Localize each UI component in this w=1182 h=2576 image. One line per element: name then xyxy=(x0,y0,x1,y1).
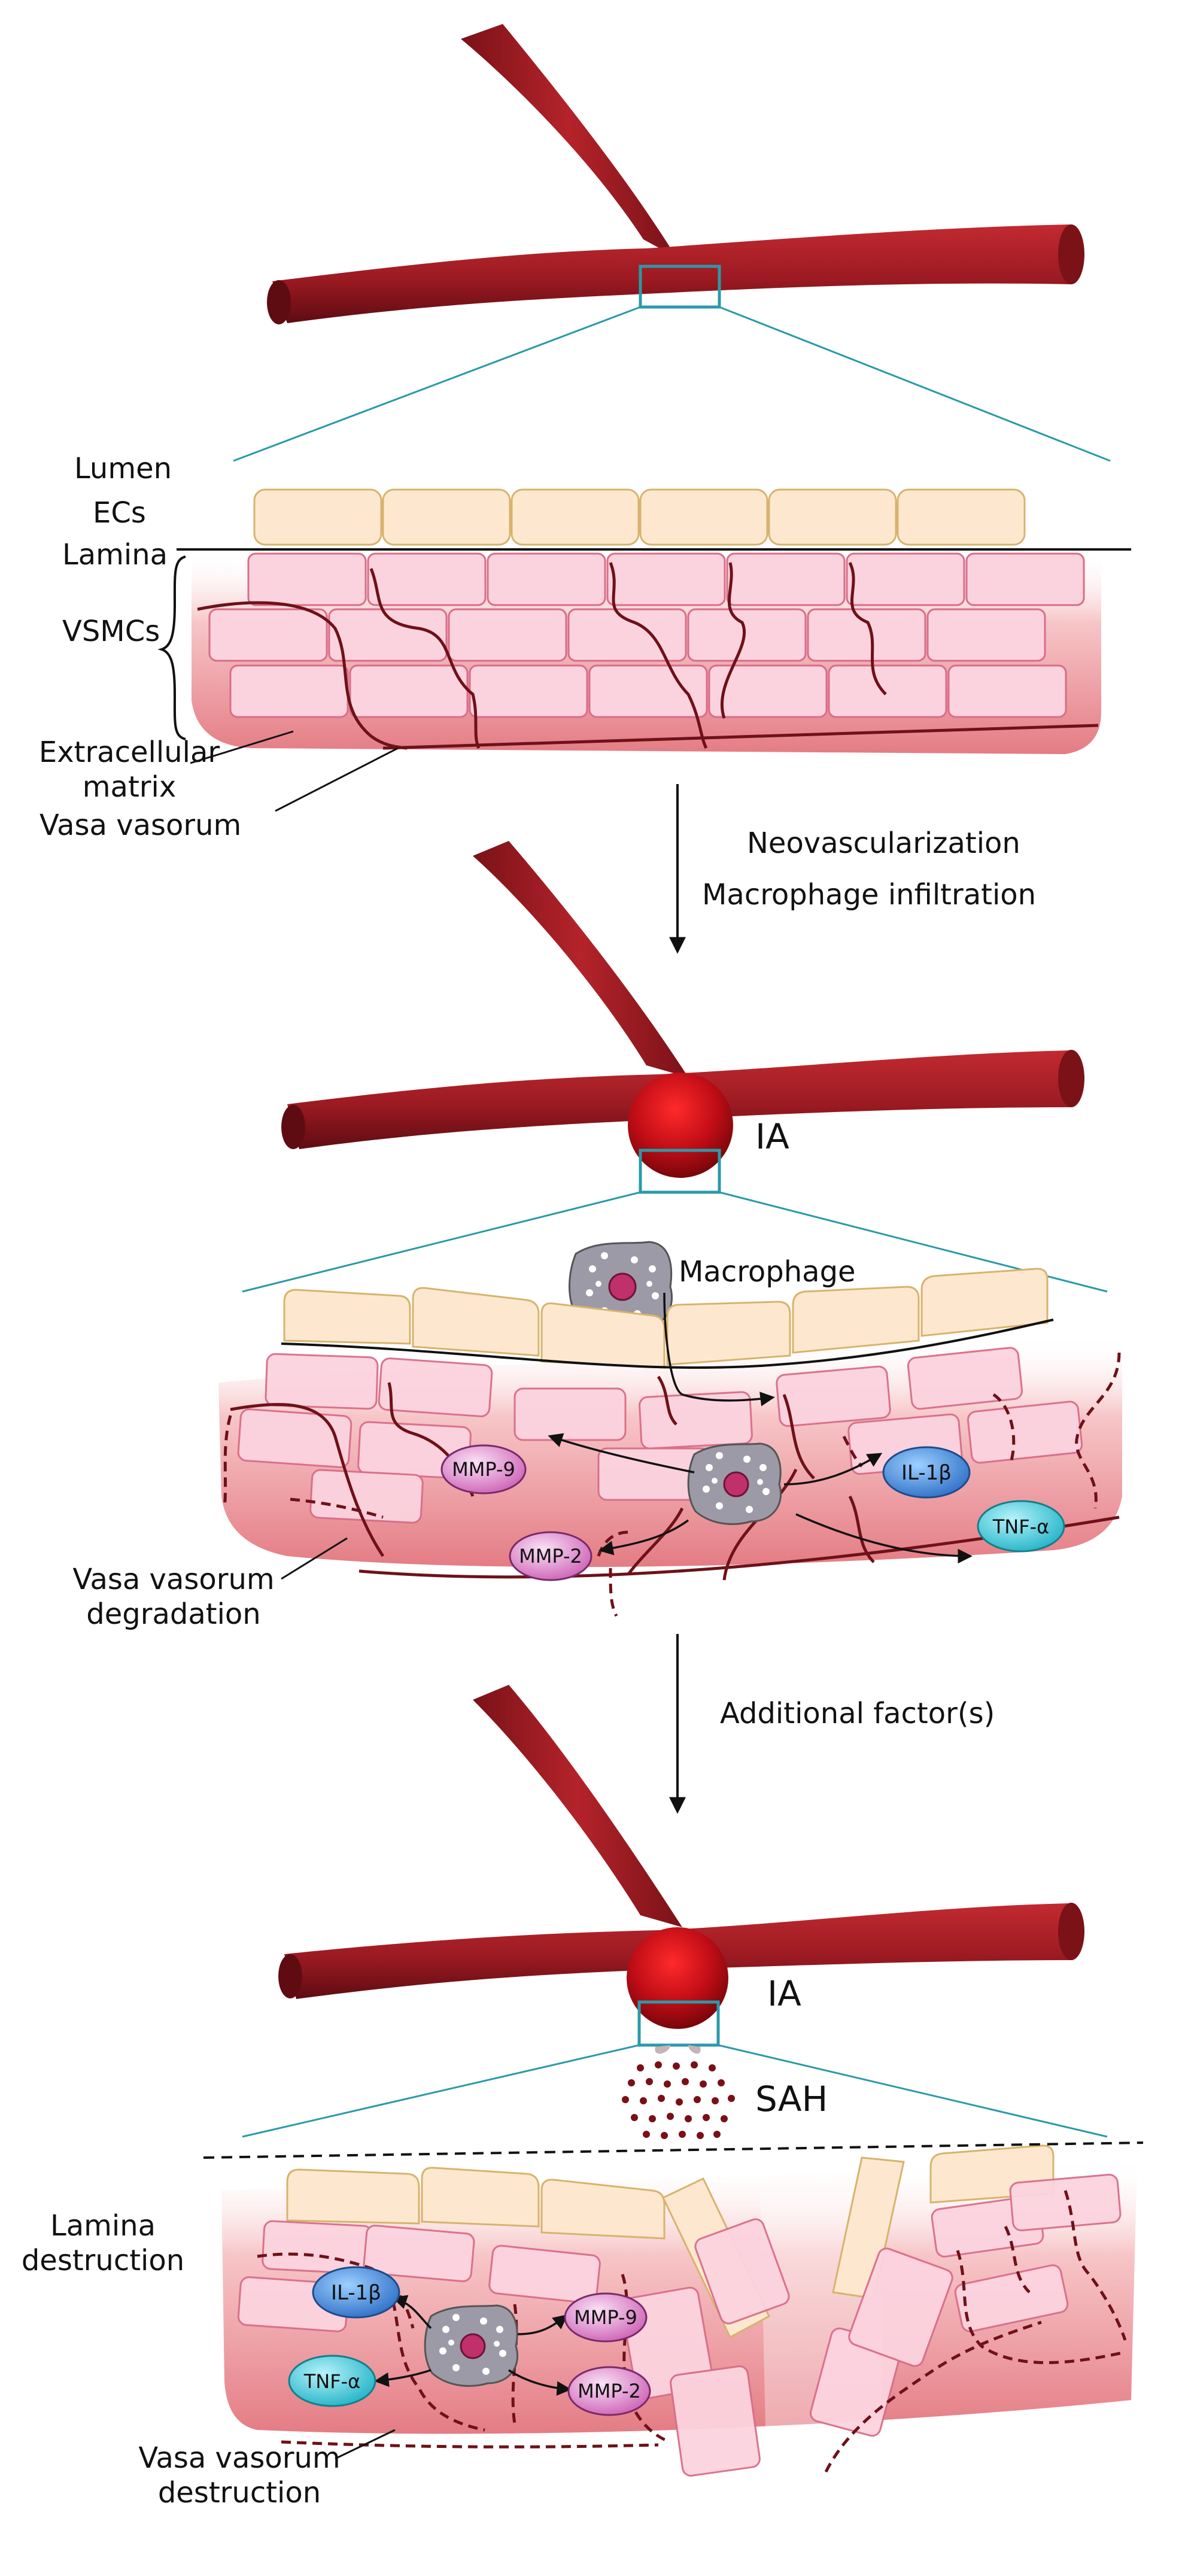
artery-1-trunk xyxy=(272,224,1071,323)
factor-tnfa-3-label: TNF-α xyxy=(303,2370,361,2393)
transition-1-line1: Neovascularization xyxy=(747,827,1020,860)
factor-il1b-3: IL-1β xyxy=(312,2266,400,2319)
factor-mmp2-2: MMP-2 xyxy=(509,1531,592,1581)
vsmcs-brace xyxy=(157,555,186,740)
label-lamina-destruction: Lamina destruction xyxy=(7,2209,199,2278)
label-extracellular-matrix-line1: Extracellular xyxy=(38,736,220,769)
factor-tnfa-2: TNF-α xyxy=(977,1500,1065,1553)
transition-2-label: Additional factor(s) xyxy=(720,1697,995,1730)
vasa-vasorum-1 xyxy=(197,561,1099,750)
label-sah: SAH xyxy=(755,2079,828,2119)
label-ia-3: IA xyxy=(767,1973,801,2014)
label-vv-destruction: Vasa vasorum destruction xyxy=(126,2441,353,2510)
macrophage-icon-3 xyxy=(424,2304,519,2387)
factor-il1b-2: IL-1β xyxy=(882,1446,971,1499)
vasa-vasorum-2 xyxy=(230,1375,1120,1581)
label-vv-degradation-line1: Vasa vasorum xyxy=(72,1563,275,1596)
vsmc-layer-3 xyxy=(237,2173,1122,2477)
artery-1 xyxy=(267,24,1084,324)
factor-mmp2-3: MMP-2 xyxy=(567,2366,651,2416)
zoom-box-3 xyxy=(637,2000,720,2047)
label-vv-destruction-line1: Vasa vasorum xyxy=(138,2441,341,2475)
sah-bleed-icon xyxy=(622,2061,735,2139)
aneurysm-3 xyxy=(627,1927,728,2029)
factor-mmp2-2-label: MMP-2 xyxy=(519,1545,582,1568)
ec-layer-1 xyxy=(253,488,1026,546)
label-lumen: Lumen xyxy=(74,452,172,485)
aneurysm-2 xyxy=(628,1073,733,1178)
zoom-line-1-left xyxy=(233,306,641,462)
artery-1-branch xyxy=(461,24,676,257)
ec-layer-2 xyxy=(283,1268,1049,1369)
label-ia-2: IA xyxy=(755,1116,789,1157)
zoom-line-1-right xyxy=(719,306,1111,462)
vessel-wall-1 xyxy=(157,488,1131,812)
vessel-wall-2 xyxy=(218,1268,1122,1617)
transition-1-line2: Macrophage infiltration xyxy=(702,878,1037,912)
label-vv-degradation-line2: degradation xyxy=(86,1597,261,1631)
arrows-2 xyxy=(548,1292,973,1564)
label-vasa-vasorum: Vasa vasorum xyxy=(39,809,242,842)
label-extracellular-matrix: Extracellular matrix xyxy=(34,735,225,804)
factor-mmp2-3-label: MMP-2 xyxy=(578,2380,641,2402)
matrix-leader-line xyxy=(190,730,294,764)
vasa-leader-line xyxy=(275,747,399,812)
label-macrophage: Macrophage xyxy=(679,1255,856,1289)
zoom-line-3-left xyxy=(242,2044,640,2138)
degradation-leader-line xyxy=(281,1537,348,1580)
factor-il1b-3-label: IL-1β xyxy=(331,2281,381,2305)
zoom-line-2-left xyxy=(242,1191,641,1293)
rupture-neck xyxy=(655,2045,701,2054)
label-lamina-destruction-line1: Lamina xyxy=(50,2209,156,2243)
label-extracellular-matrix-line2: matrix xyxy=(82,770,177,804)
zoom-box-1 xyxy=(639,265,721,309)
label-lamina-destruction-line2: destruction xyxy=(21,2244,185,2277)
artery-1-end-right xyxy=(1058,224,1084,284)
factor-tnfa-2-label: TNF-α xyxy=(992,1515,1050,1538)
macrophage-icon-2 xyxy=(687,1442,782,1525)
label-ecs: ECs xyxy=(93,496,146,530)
vsmc-layer-1 xyxy=(208,552,1085,718)
lamina-line-2 xyxy=(281,1319,1054,1369)
factor-mmp9-3-label: MMP-9 xyxy=(574,2306,637,2329)
zoom-box-2 xyxy=(639,1149,721,1194)
label-vv-degradation: Vasa vasorum degradation xyxy=(60,1562,287,1632)
arrows-3 xyxy=(374,2295,572,2396)
label-lamina: Lamina xyxy=(62,538,168,572)
vsmc-layer-2 xyxy=(237,1347,1083,1524)
factor-mmp9-3: MMP-9 xyxy=(564,2292,648,2343)
factor-mmp9-2-label: MMP-9 xyxy=(452,1458,515,1481)
label-vsmcs: VSMCs xyxy=(62,615,160,648)
label-vv-destruction-line2: destruction xyxy=(157,2476,321,2510)
factor-tnfa-3: TNF-α xyxy=(288,2355,376,2407)
factor-il1b-2-label: IL-1β xyxy=(901,1461,952,1485)
zoom-line-3-right xyxy=(718,2044,1108,2138)
artery-1-end-left xyxy=(267,280,291,324)
lamina-line-3 xyxy=(203,2141,1144,2159)
factor-mmp9-2: MMP-9 xyxy=(440,1444,527,1494)
vv-destruction-leader-line xyxy=(335,2429,396,2460)
